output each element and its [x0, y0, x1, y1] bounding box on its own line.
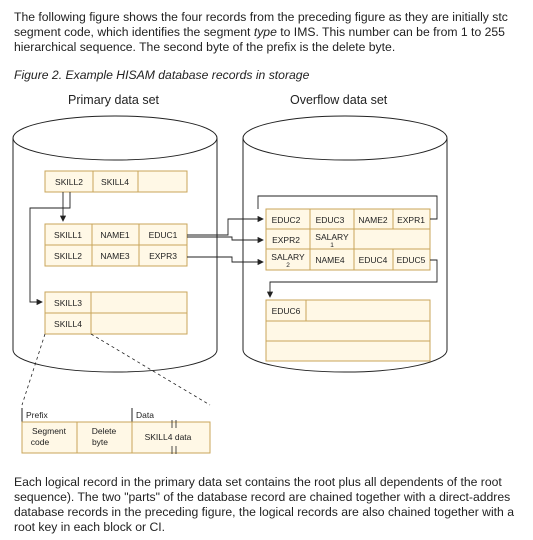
segment-salary2-sub: 2: [286, 262, 290, 269]
segment-code-line1: Segment: [32, 426, 67, 436]
segment-skill2-b: SKILL2: [54, 251, 82, 261]
segment-educ4: EDUC4: [359, 255, 388, 265]
segment-name2: NAME2: [358, 215, 388, 225]
intro-line-2: segment code, which identifies the segme…: [14, 25, 505, 40]
segment-skill3: SKILL3: [54, 298, 82, 308]
segment-name1: NAME1: [100, 230, 130, 240]
primary-data-set-label: Primary data set: [68, 93, 160, 107]
outro-line-3: database records in the preceding figure…: [14, 505, 514, 519]
delete-byte-line2: byte: [92, 437, 108, 447]
segment-salary2: SALARY: [271, 252, 305, 262]
prefix-label: Prefix: [26, 410, 48, 420]
outro-line-2: sequence). The two "parts" of the databa…: [14, 490, 511, 504]
segment-educ1: EDUC1: [149, 230, 178, 240]
segment-skill1: SKILL1: [54, 230, 82, 240]
segment-educ5: EDUC5: [397, 255, 426, 265]
segment-educ6: EDUC6: [272, 306, 301, 316]
intro-line-1: The following figure shows the four reco…: [14, 10, 508, 24]
segment-salary1: SALARY: [315, 232, 349, 242]
overflow-record-a: EDUC2 EDUC3 NAME2 EXPR1 EXPR2 SALARY 1 S…: [265, 208, 431, 271]
intro-line-2-em: type: [253, 25, 277, 39]
zoom-lines: [21, 333, 211, 406]
skill4-data: SKILL4 data: [145, 432, 192, 442]
segment-name3: NAME3: [100, 251, 130, 261]
delete-byte-line1: Delete: [92, 426, 117, 436]
segment-salary1-sub: 1: [330, 242, 334, 249]
segment-expr2: EXPR2: [272, 235, 300, 245]
overflow-record-b: EDUC6: [265, 299, 431, 362]
data-label: Data: [136, 410, 154, 420]
segment-educ3: EDUC3: [316, 215, 345, 225]
segment-code-line2: code: [31, 437, 50, 447]
segment-expr3: EXPR3: [149, 251, 177, 261]
outro-line-1: Each logical record in the primary data …: [14, 475, 502, 489]
segment-name4: NAME4: [315, 255, 345, 265]
segment-skill4: SKILL4: [101, 177, 129, 187]
segment-expr1: EXPR1: [397, 215, 425, 225]
segment-detail: Prefix Data Segment code Delete byte SKI…: [21, 408, 211, 454]
primary-record-2: SKILL1 NAME1 EDUC1 SKILL2 NAME3 EXPR3: [44, 223, 188, 267]
segment-skill4-b: SKILL4: [54, 319, 82, 329]
primary-cylinder: [12, 115, 218, 373]
primary-record-3: SKILL3 SKILL4: [44, 291, 188, 335]
segment-skill2: SKILL2: [55, 177, 83, 187]
outro-line-4: root key in each block or CI.: [14, 520, 166, 534]
intro-line-3: hierarchical sequence. The second byte o…: [14, 40, 396, 54]
intro-line-2-pre: segment code, which identifies the segme…: [14, 25, 254, 39]
figure-caption: Figure 2. Example HISAM database records…: [14, 68, 310, 82]
overflow-data-set-label: Overflow data set: [290, 93, 388, 107]
chain-pointers: [29, 192, 438, 306]
primary-record-1: SKILL2 SKILL4: [44, 170, 188, 193]
overflow-cylinder: [242, 115, 448, 373]
intro-line-2-post: to IMS. This number can be from 1 to 255: [276, 25, 505, 39]
segment-educ2: EDUC2: [272, 215, 301, 225]
